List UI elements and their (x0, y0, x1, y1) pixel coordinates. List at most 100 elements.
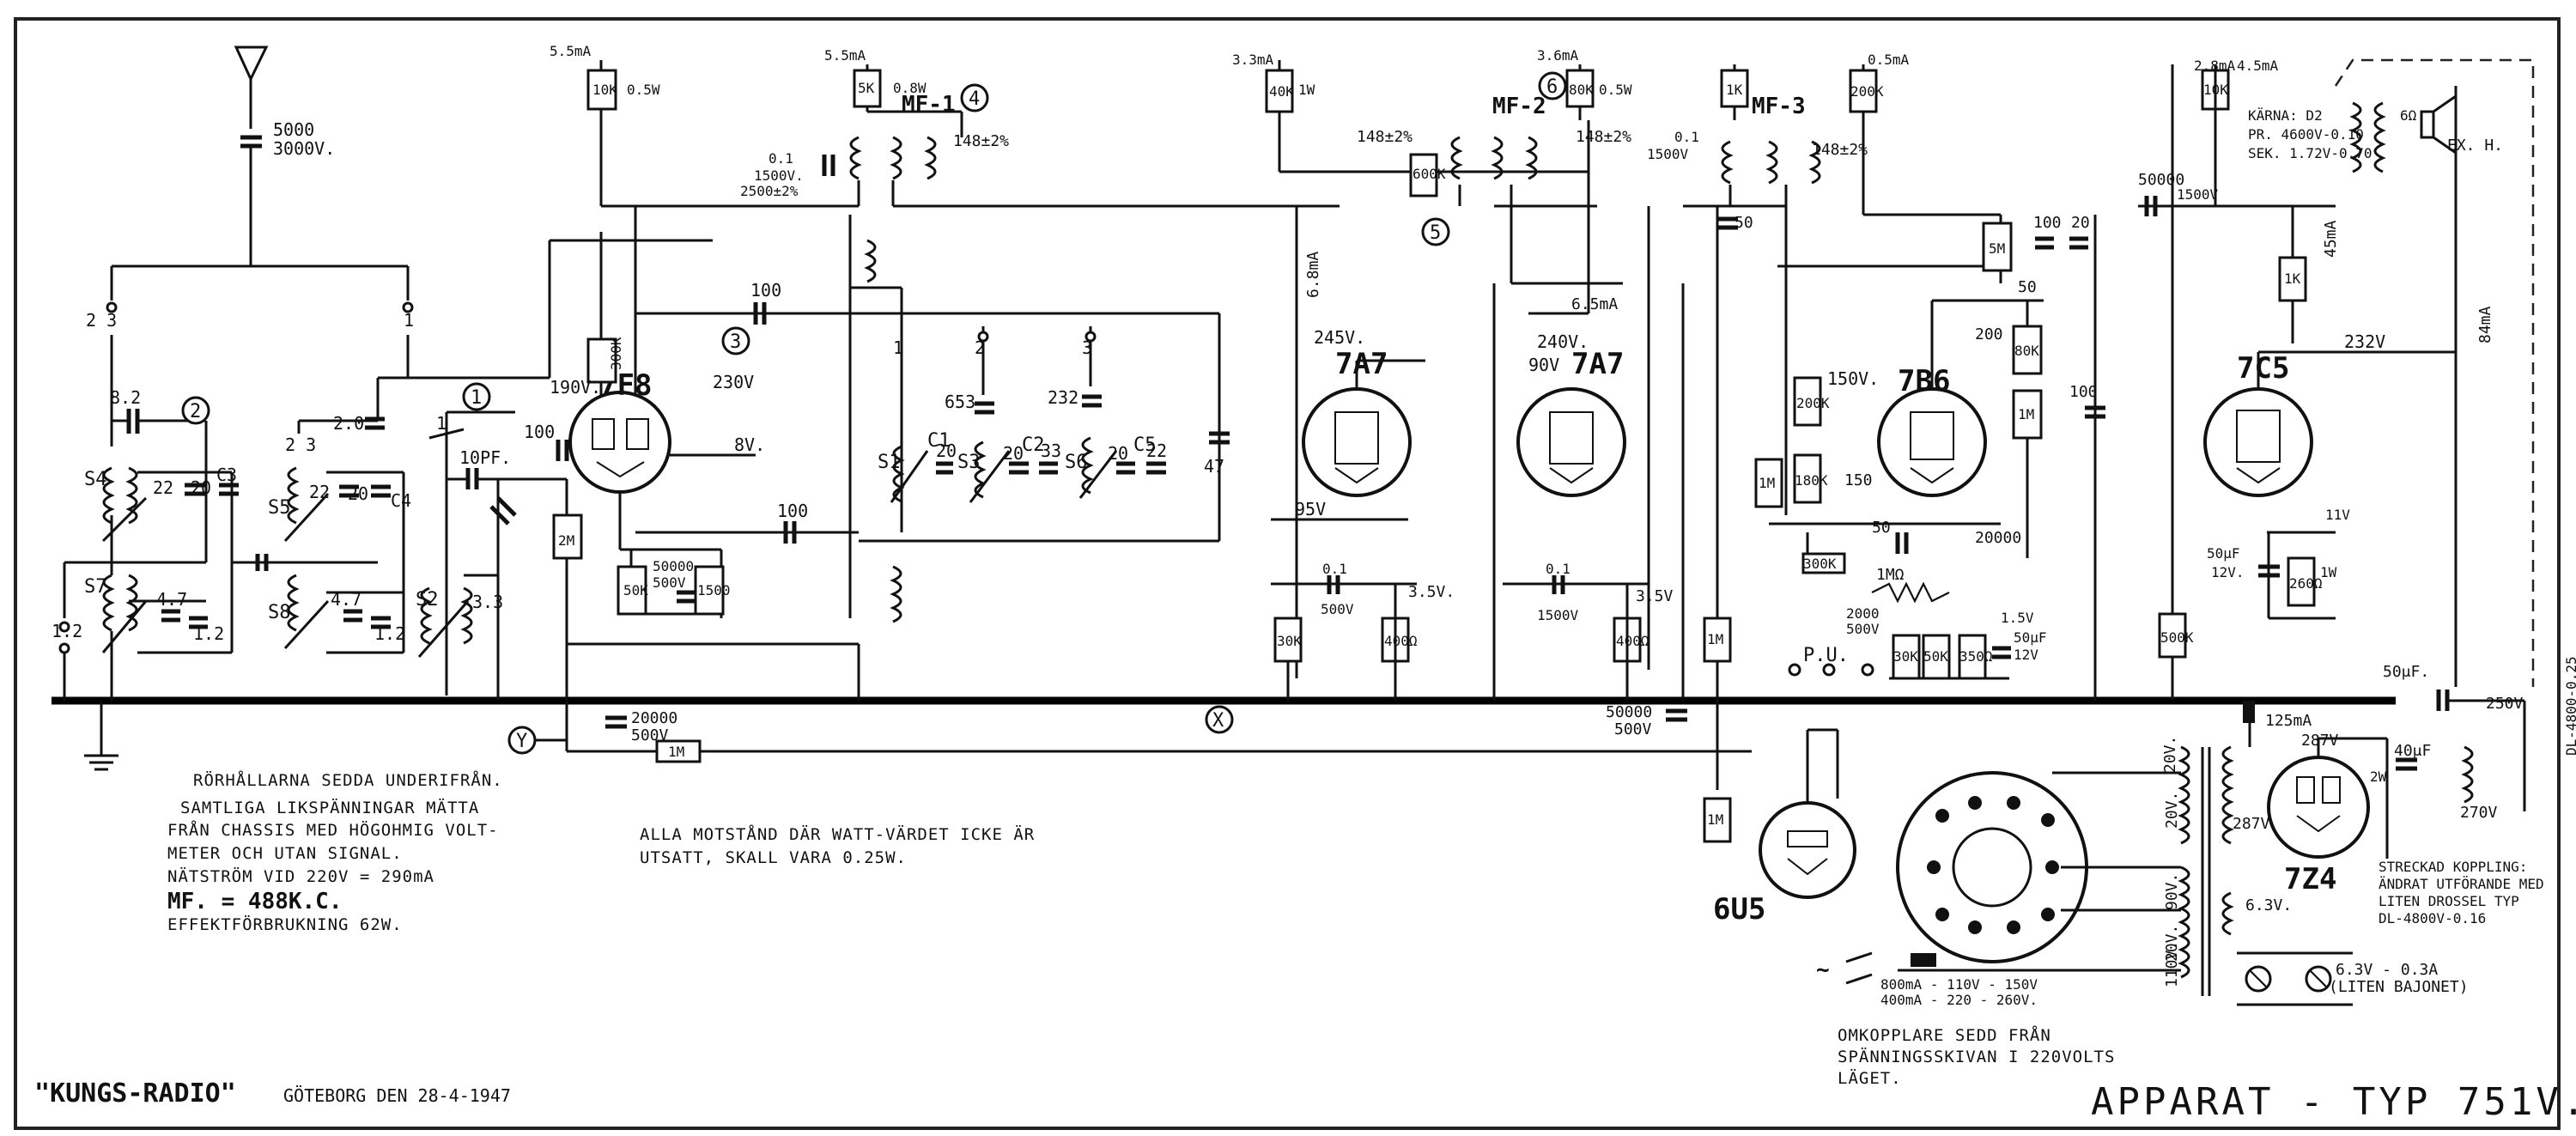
cap-47b-label: 4.7 (331, 589, 361, 610)
coil-s3 (974, 440, 987, 499)
ma-125-label: 125mA (2265, 712, 2312, 730)
w-08-label: 0.8W (893, 80, 927, 96)
v-1500b-label: 1500V (1537, 607, 1579, 623)
coil-s8 (287, 574, 300, 632)
coil-s6 (1081, 436, 1094, 495)
switch-notes: OMKOPPLARE SEDD FRÅN SPÄNNINGSSKIVAN I 2… (1838, 1025, 2114, 1088)
band-switch-group: 1 2 3 653 232 S1 20 S3 20 33 S6 20 (859, 313, 1230, 543)
dashed-choke-path (2334, 58, 2535, 687)
dashed-note-2: ÄNDRAT UTFÖRANDE MED (2379, 876, 2544, 892)
coil-s8-label: S8 (268, 602, 291, 623)
coil-mf2-primary (1450, 136, 1463, 180)
trimmer-12a: 1.2 (52, 621, 82, 641)
cap-01-label: 0.1 (769, 150, 793, 167)
v-20c-label: 20V. (2163, 925, 2181, 962)
coil-mf3-primary (1721, 140, 1734, 185)
v-90b-label: 90V. (2163, 873, 2181, 910)
v-12-label: 12V (2014, 647, 2038, 663)
ma-33-label: 3.3mA (1232, 52, 1274, 68)
pu-label: P.U. (1803, 645, 1849, 666)
v-11-label: 11V (2325, 507, 2350, 523)
left-note-6: MF. = 488K.C. (167, 889, 343, 914)
filter-choke (2461, 745, 2474, 804)
cap-50b-label: 50 (2018, 278, 2037, 296)
second-coils-group: 2 3 S5 S8 22 20 C4 4.7 1.2 2.0 (232, 376, 550, 654)
tube-7f8: 7F8 (568, 368, 671, 494)
v-90-label: 90V (1528, 355, 1559, 375)
svg-text:4: 4 (969, 88, 980, 110)
osc-group: 1 10PF. S2 3.3 (406, 335, 567, 701)
marker-2: 2 (181, 396, 210, 425)
v-500b-label: 500V (1321, 601, 1354, 617)
cap-c4-label: C4 (391, 490, 411, 511)
v-500d-label: 500V (1614, 720, 1652, 738)
ex-h-label: EX. H. (2447, 137, 2503, 155)
res-200k-label: 200K (1850, 83, 1884, 100)
coil-osc-2 (890, 565, 902, 623)
stage-mf1-label: MF-1 (902, 92, 956, 118)
cap-20c-label: 20 (348, 483, 368, 504)
trimmer-c1: C1 (927, 430, 951, 452)
trimmer-c5: C5 (1133, 434, 1157, 456)
resistor-1m-3 (1703, 617, 1732, 663)
svg-text:X: X (1212, 710, 1224, 732)
trimmer-label-23b: 2 3 (285, 434, 316, 455)
v-110-label: 110V. (2163, 941, 2181, 987)
v-35-label: 3.5V. (1408, 583, 1455, 601)
coil-s1 (892, 445, 905, 503)
cap-100c-label: 100 (777, 501, 808, 521)
ma-36-label: 3.6mA (1537, 47, 1579, 64)
resistor-200k-2 (1793, 376, 1822, 427)
cap-33b-label: 33 (1041, 440, 1061, 461)
ma-68-label: 6.8mA (1304, 252, 1322, 298)
left-notes: RÖRHÅLLARNA SEDDA UNDERIFRÅN. SAMTLIGA L… (167, 770, 502, 934)
resistor-600k (1409, 153, 1438, 197)
dashed-note-4: DL-4800V-0.16 (2379, 910, 2486, 926)
res-1k-label: 1K (1726, 82, 1743, 98)
cap-232-label: 232 (1048, 387, 1078, 408)
cap-12c-label: 1.2 (374, 623, 405, 644)
svg-text:~: ~ (1816, 957, 1830, 983)
cap-148-label: 148±2% (953, 132, 1009, 150)
coil-mf2-secondary (1491, 136, 1504, 180)
tube-7c5: 7C5 (2203, 351, 2313, 497)
ma-45b-label: 45mA (2322, 220, 2340, 258)
power-transformer-primary-lower (2178, 866, 2190, 979)
res-5k-label: 5K (858, 80, 875, 96)
coil-s2-label: S2 (416, 589, 439, 611)
resistor-300k-2 (1801, 552, 1846, 574)
coil-s6-label: S6 (1065, 452, 1088, 473)
cap-50c-label: 50 (1872, 519, 1891, 537)
coil-osc-1 (864, 239, 877, 283)
cap-653-label: 653 (945, 392, 975, 412)
v-1500-label: 1500V. (754, 167, 804, 184)
res-300k-label: 300K (608, 337, 624, 370)
coil-s5 (287, 466, 300, 525)
v-1500c-label: 1500V (1647, 146, 1689, 162)
w-05-label: 0.5W (627, 82, 660, 98)
cap-01b-label: 0.1 (1322, 561, 1347, 577)
ant-cap-value: 5000 (273, 119, 314, 140)
sw-1-label: 1 (893, 337, 903, 358)
stage-mf2-label: MF-2 (1492, 94, 1546, 119)
mains-plug-symbol: ~ (1816, 951, 1936, 985)
left-note-3: FRÅN CHASSIS MED HÖGOHMIG VOLT- (167, 820, 499, 840)
cap-12b-label: 1.2 (193, 623, 224, 644)
drawing-frame (14, 17, 2561, 1130)
speaker-icon (2420, 94, 2458, 155)
cap-50-label: 50 (1735, 214, 1753, 232)
marker-y: Y (507, 726, 537, 755)
res-40k-label: 40K (1269, 83, 1294, 100)
v-20b-label: 20V. (2163, 792, 2181, 829)
coil-mf3-secondary (1765, 140, 1778, 185)
cap-100b-label: 100 (750, 280, 781, 301)
cap-22b-label: 22 (309, 482, 330, 502)
res-400b-label: 400Ω (1616, 633, 1649, 649)
left-note-5: NÄTSTRÖM VID 220V = 290mA (167, 866, 434, 886)
coil-s7-label: S7 (84, 576, 107, 598)
coil-s3-label: S3 (957, 452, 981, 473)
v-270-label: 270V (2460, 804, 2498, 822)
resistor-260 (2287, 556, 2316, 607)
dashed-note-1: STRECKAD KOPPLING: (2379, 859, 2527, 875)
cap-40uf-label: 40μF (2394, 742, 2431, 760)
